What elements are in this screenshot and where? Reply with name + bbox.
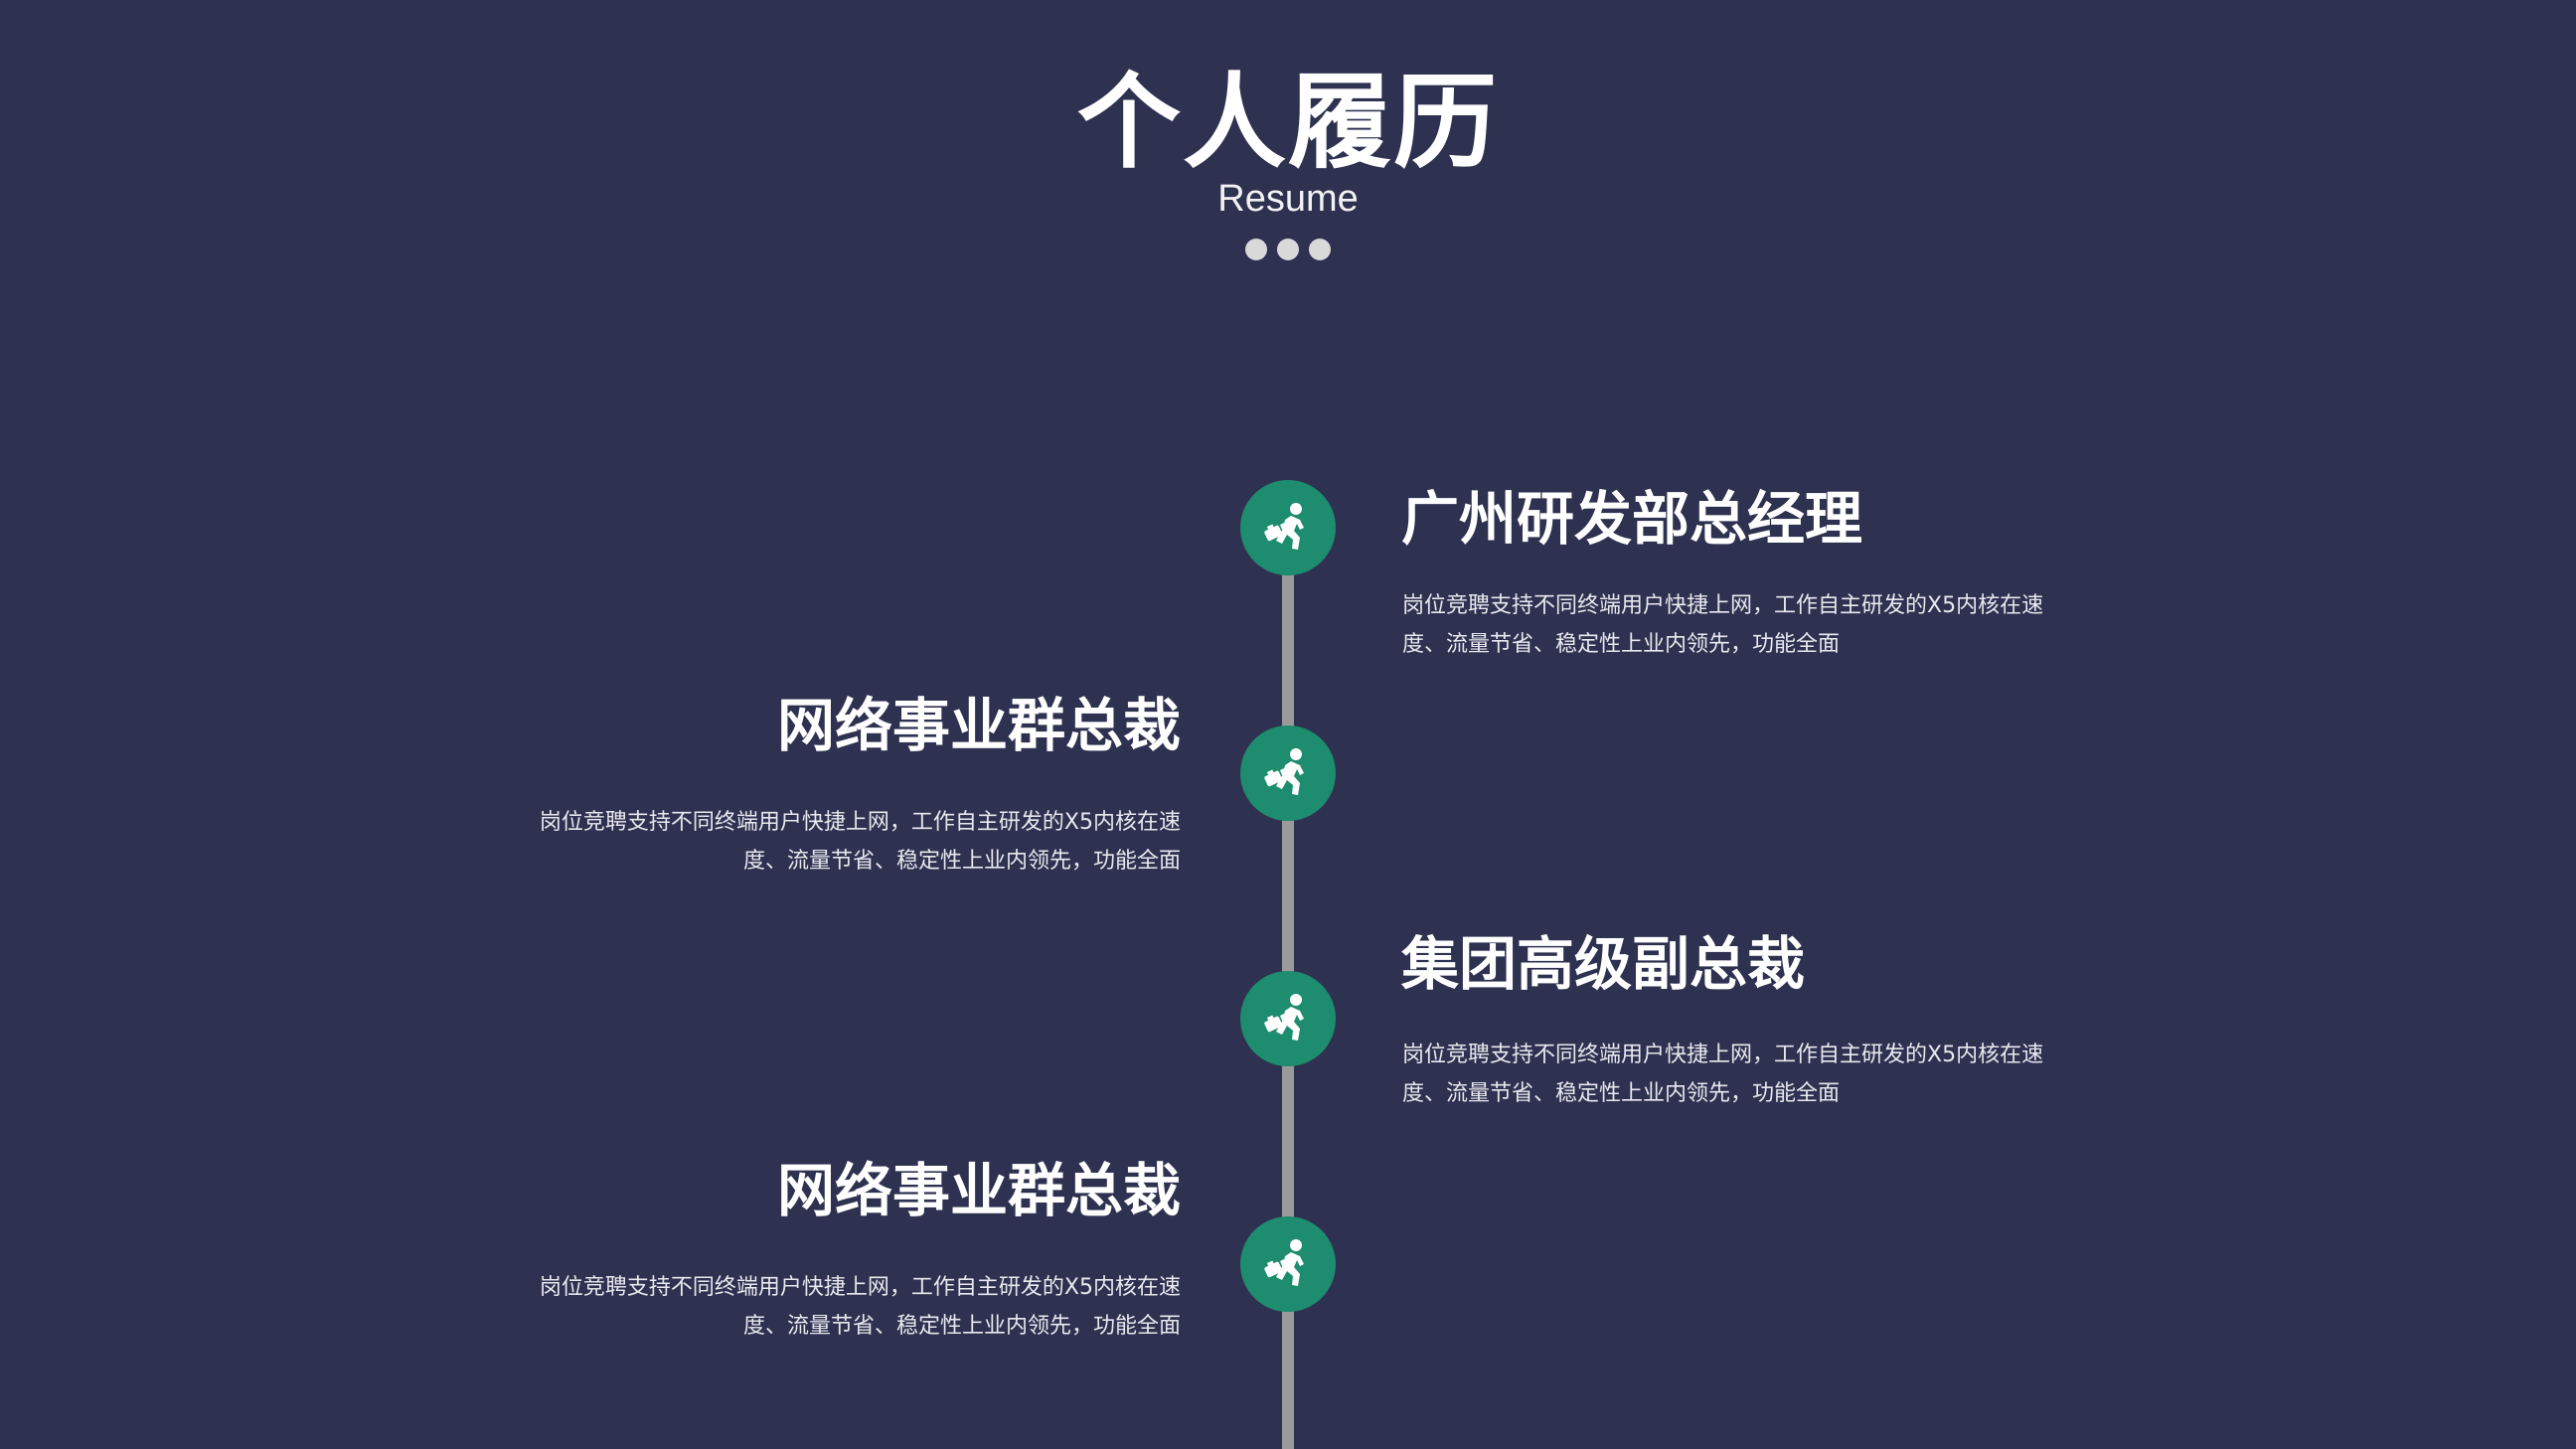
- entry-title-4: 网络事业群总裁: [776, 1157, 1181, 1224]
- timeline-node-4: [1240, 1216, 1336, 1312]
- entry-title-2: 网络事业群总裁: [776, 692, 1181, 759]
- entry-description-4: 岗位竞聘支持不同终端用户快捷上网，工作自主研发的X5内核在速度、流量节省、稳定性…: [539, 1275, 1181, 1339]
- worker-running-with-briefcase-icon: [1264, 503, 1304, 550]
- page-subtitle: Resume: [1217, 178, 1359, 220]
- dot-icon: [1309, 239, 1331, 260]
- entry-description-2: 岗位竞聘支持不同终端用户快捷上网，工作自主研发的X5内核在速度、流量节省、稳定性…: [539, 810, 1181, 874]
- timeline-node-2: [1240, 725, 1336, 821]
- worker-running-with-briefcase-icon: [1264, 1239, 1304, 1286]
- dot-icon: [1245, 239, 1267, 260]
- page-title: 个人履历: [1076, 62, 1499, 183]
- entry-title-3: 集团高级副总裁: [1401, 930, 1806, 998]
- timeline-node-3: [1240, 971, 1336, 1066]
- worker-running-with-briefcase-icon: [1264, 748, 1304, 795]
- decorative-dots: [1243, 239, 1333, 262]
- entry-description-3: 岗位竞聘支持不同终端用户快捷上网，工作自主研发的X5内核在速度、流量节省、稳定性…: [1402, 1043, 2044, 1106]
- worker-running-with-briefcase-icon: [1264, 994, 1304, 1041]
- timeline-node-1: [1240, 480, 1336, 575]
- entry-title-1: 广州研发部总经理: [1401, 485, 1863, 553]
- dot-icon: [1277, 239, 1299, 260]
- entry-description-1: 岗位竞聘支持不同终端用户快捷上网，工作自主研发的X5内核在速度、流量节省、稳定性…: [1402, 593, 2044, 657]
